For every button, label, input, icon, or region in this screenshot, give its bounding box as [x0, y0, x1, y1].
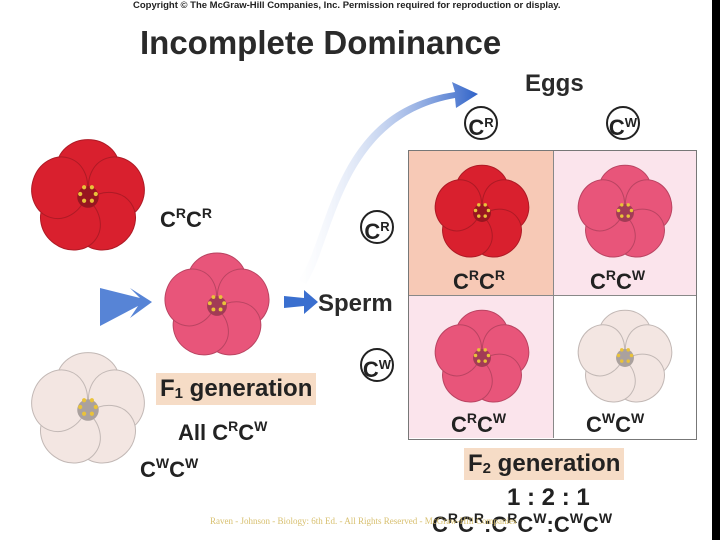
f1-to-eggs-arrow	[298, 82, 478, 284]
stamen	[93, 404, 98, 410]
stamen	[629, 353, 634, 358]
stamen	[626, 214, 630, 218]
flower-center	[473, 349, 491, 367]
eggs-label: Eggs	[525, 70, 584, 97]
stamen	[82, 198, 87, 203]
egg-allele-w: CW	[606, 106, 640, 140]
stamen	[78, 191, 83, 197]
flower-center	[207, 296, 227, 316]
stamen	[486, 208, 491, 213]
flower-center	[473, 204, 491, 222]
punnett-flower-red	[434, 164, 530, 258]
f1-genotype: All CRCW	[178, 418, 268, 445]
stamen	[629, 208, 634, 213]
punnett-flower-pink	[434, 309, 530, 403]
stamen	[477, 348, 481, 352]
stamen	[620, 203, 624, 207]
credit-line: Raven - Johnson - Biology: 6th Ed. - All…	[210, 516, 517, 526]
stamen	[473, 208, 478, 213]
stamen	[477, 214, 481, 218]
red-parent-genotype: CRCR	[160, 205, 213, 232]
punnett-flower-white	[577, 309, 673, 403]
stamen	[483, 214, 487, 218]
punnett-genotype: CRCW	[451, 410, 507, 437]
stamen	[218, 295, 223, 299]
stamen	[616, 353, 621, 358]
parent-to-f1-arrow	[100, 288, 152, 326]
stamen	[477, 359, 481, 363]
f2-ratio: 1 : 2 : 1	[507, 484, 590, 511]
stamen	[218, 307, 223, 312]
egg-allele-r: CR	[464, 106, 498, 140]
copyright-notice: Copyright © The McGraw-Hill Companies, I…	[133, 0, 561, 11]
f2-genotypes: CRCR:CRCW:CWCW	[432, 510, 613, 537]
stamen	[82, 411, 87, 416]
white-parent-genotype: CWCW	[140, 455, 199, 482]
stamen	[222, 301, 227, 306]
stamen	[620, 348, 624, 352]
stamen	[207, 301, 212, 306]
stamen	[89, 185, 94, 190]
stamen	[620, 359, 624, 363]
punnett-flower-pink	[577, 164, 673, 258]
white-parent-flower	[31, 352, 145, 464]
f1-pink-flower	[164, 252, 270, 356]
sperm-allele-w: CW	[360, 348, 394, 382]
sperm-allele-r: CR	[360, 210, 394, 244]
page-title: Incomplete Dominance	[140, 24, 502, 61]
stamen	[89, 398, 94, 403]
stamen	[626, 203, 630, 207]
punnett-square: CRCR CRCW CRCW CWCW	[408, 150, 697, 440]
stamen	[82, 185, 87, 190]
flower-center	[616, 204, 634, 222]
stamen	[483, 203, 487, 207]
punnett-cell-ww: CWCW	[554, 296, 696, 438]
stamen	[82, 398, 87, 403]
punnett-genotype: CWCW	[586, 410, 645, 437]
stamen	[626, 348, 630, 352]
sperm-label: Sperm	[318, 290, 393, 317]
stamen	[483, 359, 487, 363]
stamen	[78, 404, 83, 410]
stamen	[486, 353, 491, 358]
punnett-genotype: CRCR	[453, 267, 506, 294]
f2-generation-label: F2 generation	[464, 448, 625, 480]
punnett-cell-rr: CRCR	[409, 151, 554, 296]
stamen	[483, 348, 487, 352]
stamen	[620, 214, 624, 218]
punnett-cell-rw-top: CRCW	[554, 151, 696, 296]
stamen	[211, 307, 216, 312]
stamen	[616, 208, 621, 213]
flower-center	[77, 399, 99, 421]
f1-to-sperm-arrow	[284, 290, 318, 314]
stamen	[89, 198, 94, 203]
flower-center	[77, 186, 99, 208]
stamen	[473, 353, 478, 358]
f1-generation-label: F1 generation	[156, 373, 317, 405]
red-parent-flower	[31, 139, 145, 251]
punnett-cell-rw-bottom: CRCW	[409, 296, 554, 438]
stamen	[626, 359, 630, 363]
punnett-genotype: CRCW	[590, 267, 646, 294]
stamen	[477, 203, 481, 207]
flower-center	[616, 349, 634, 367]
stamen	[211, 295, 216, 299]
stamen	[93, 191, 98, 197]
stamen	[89, 411, 94, 416]
